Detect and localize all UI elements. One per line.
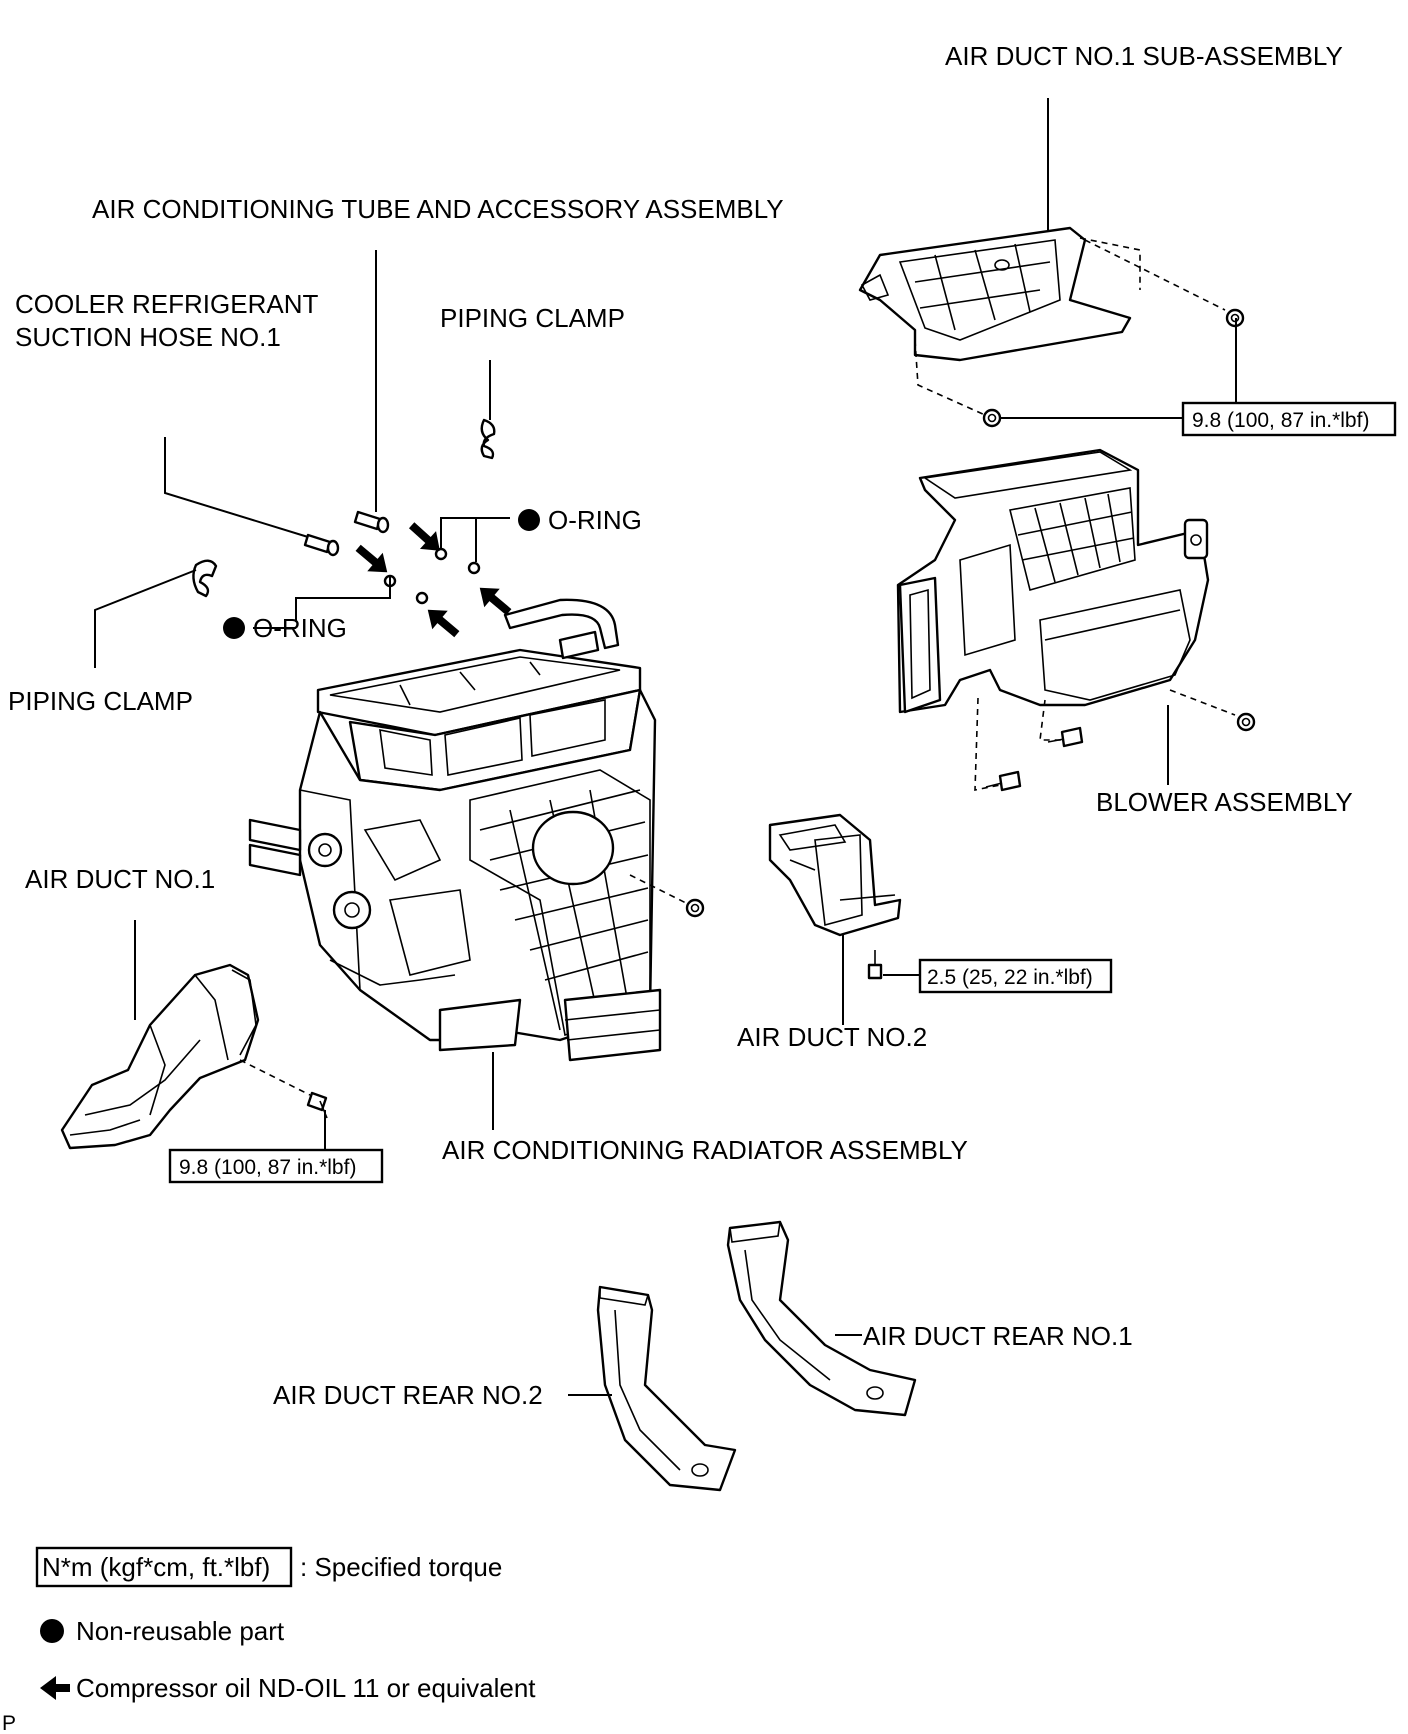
o-ring-icon xyxy=(434,547,448,561)
legend-oil-arrow-icon xyxy=(40,1676,70,1700)
legend-torque-units: N*m (kgf*cm, ft.*lbf) xyxy=(42,1552,270,1582)
label-blower-assembly: BLOWER ASSEMBLY xyxy=(1096,787,1353,817)
legend-oil-text: Compressor oil ND-OIL 11 or equivalent xyxy=(76,1673,536,1703)
leader-lines xyxy=(94,98,1237,1396)
torque-sub-assembly: 9.8 (100, 87 in.*lbf) xyxy=(1192,409,1369,432)
torque-air-duct-no2: 2.5 (25, 22 in.*lbf) xyxy=(927,966,1093,989)
non-reusable-bullet-icon xyxy=(223,617,245,639)
torque-box-air-duct-no2 xyxy=(918,958,1113,994)
corner-mark: P xyxy=(2,1712,16,1734)
piping-clamp-left-part xyxy=(192,559,218,598)
o-ring-icon xyxy=(467,561,481,575)
air-duct-rear-no2-part xyxy=(596,1285,737,1492)
blower-assembly-part xyxy=(896,448,1210,714)
air-duct-rear-no1-part xyxy=(726,1220,917,1417)
label-air-duct-no2: AIR DUCT NO.2 xyxy=(737,1022,927,1052)
oil-arrow-icon xyxy=(479,587,512,616)
oil-arrow-icon xyxy=(408,522,440,551)
label-suction-hose-line1: COOLER REFRIGERANT xyxy=(15,289,318,319)
label-o-ring-top: O-RING xyxy=(548,505,642,535)
suction-hose-part xyxy=(303,533,340,557)
label-air-duct-no1-sub-assembly: AIR DUCT NO.1 SUB-ASSEMBLY xyxy=(945,41,1343,71)
nut-icon xyxy=(1236,712,1256,732)
tube-accessory-part xyxy=(353,510,390,534)
bolt-icon xyxy=(867,950,883,980)
bolt-icon xyxy=(306,1091,328,1119)
air-duct-no2-part xyxy=(768,813,902,937)
label-radiator-assembly: AIR CONDITIONING RADIATOR ASSEMBLY xyxy=(442,1135,968,1165)
bolt-icon xyxy=(1047,726,1084,748)
torque-air-duct-no1: 9.8 (100, 87 in.*lbf) xyxy=(179,1156,356,1179)
air-duct-no1-sub-assembly-part xyxy=(858,226,1132,362)
nut-icon xyxy=(685,898,705,918)
label-piping-clamp-left: PIPING CLAMP xyxy=(8,686,193,716)
label-suction-hose-line2: SUCTION HOSE NO.1 xyxy=(15,322,281,352)
air-duct-no1-part xyxy=(60,963,260,1150)
radiator-pipe-fittings xyxy=(503,598,620,660)
legend-torque-box xyxy=(35,1546,293,1588)
oil-arrow-icon xyxy=(355,544,388,573)
label-air-duct-no1: AIR DUCT NO.1 xyxy=(25,864,215,894)
oil-arrow-icon xyxy=(427,609,460,638)
label-piping-clamp-top: PIPING CLAMP xyxy=(440,303,625,333)
label-tube-accessory-assembly: AIR CONDITIONING TUBE AND ACCESSORY ASSE… xyxy=(92,194,784,224)
bolt-icon xyxy=(985,770,1022,792)
non-reusable-bullet-icon xyxy=(518,509,540,531)
legend-torque-text: : Specified torque xyxy=(300,1552,502,1582)
label-o-ring-left: O-RING xyxy=(253,613,347,643)
nut-icon xyxy=(982,408,1002,428)
piping-clamp-top-part xyxy=(480,418,496,460)
torque-box-sub-assembly xyxy=(1181,401,1397,437)
legend-non-reusable-icon xyxy=(40,1619,64,1643)
label-air-duct-rear-no2: AIR DUCT REAR NO.2 xyxy=(273,1380,543,1410)
air-conditioning-radiator-assembly-part xyxy=(248,648,662,1062)
torque-box-air-duct-no1 xyxy=(168,1148,384,1184)
legend-non-reusable-text: Non-reusable part xyxy=(76,1616,285,1646)
label-air-duct-rear-no1: AIR DUCT REAR NO.1 xyxy=(863,1321,1133,1351)
o-ring-icon xyxy=(415,591,429,605)
